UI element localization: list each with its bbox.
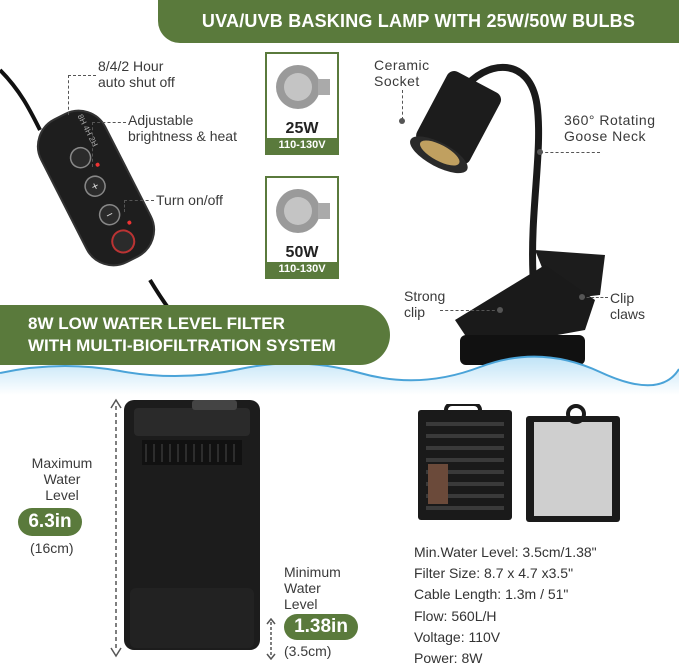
bulb-icon: [267, 178, 337, 244]
biofilter-sponge-white: [524, 404, 624, 524]
bulb-voltage: 110-130V: [267, 262, 337, 277]
spec-flow: Flow: 560L/H: [414, 608, 497, 624]
min-water-level-value: 1.38in: [284, 614, 358, 640]
spec-power: Power: 8W: [414, 650, 483, 666]
dimmer-controller: + − 8H 4H 2H: [30, 104, 162, 272]
adjust-brightness-label: Adjustable brightness & heat: [128, 112, 237, 144]
max-water-level-metric: (16cm): [30, 540, 74, 556]
biofilter-sponge-black: [416, 402, 516, 524]
max-water-level-label: Maximum Water Level: [31, 455, 93, 503]
spec-cable-length: Cable Length: 1.3m / 51": [414, 586, 569, 602]
ceramic-socket-label: Ceramic Socket: [374, 57, 430, 89]
min-level-arrow: [266, 618, 276, 660]
gooseneck-label: 360° Rotating Goose Neck: [564, 112, 656, 144]
bulb-icon: [267, 54, 337, 120]
power-switch-label: Turn on/off: [156, 192, 223, 208]
max-water-level-value: 6.3in: [18, 508, 82, 536]
bulb-25w-card: 25W 110-130V: [265, 52, 339, 155]
filter-banner: 8W LOW WATER LEVEL FILTER WITH MULTI-BIO…: [0, 305, 390, 365]
spec-voltage: Voltage: 110V: [414, 629, 501, 645]
auto-shutoff-label: 8/4/2 Hour auto shut off: [98, 58, 175, 90]
bulb-watt: 50W: [285, 244, 319, 261]
spec-min-water: Min.Water Level: 3.5cm/1.38": [414, 544, 597, 560]
min-water-level-metric: (3.5cm): [284, 643, 332, 659]
water-filter-unit: [122, 398, 264, 653]
clip-claws-label: Clip claws: [610, 290, 646, 322]
bulb-voltage: 110-130V: [267, 138, 337, 153]
bulb-50w-card: 50W 110-130V: [265, 176, 339, 279]
strong-clip-label: Strong clip: [404, 288, 446, 320]
spec-filter-size: Filter Size: 8.7 x 4.7 x3.5": [414, 565, 574, 581]
bulb-watt: 25W: [285, 120, 319, 137]
lamp-banner: UVA/UVB BASKING LAMP WITH 25W/50W BULBS: [158, 0, 679, 43]
max-level-arrow: [110, 398, 122, 658]
basking-lamp: [410, 64, 605, 365]
controller-cable: [0, 68, 173, 310]
water-surface: [0, 355, 679, 395]
min-water-level-label: Minimum Water Level: [284, 564, 341, 612]
